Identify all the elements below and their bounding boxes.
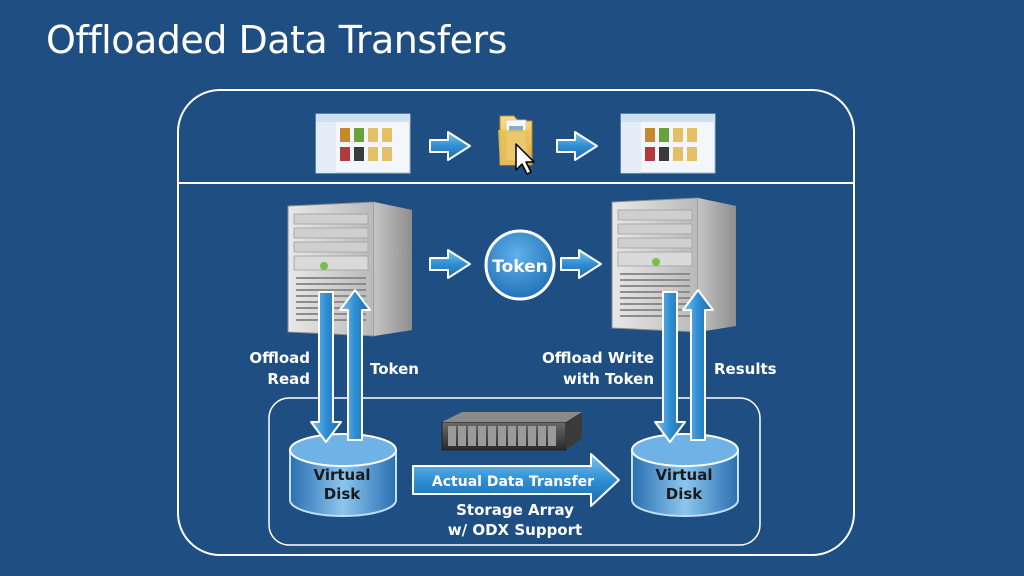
file-explorer-window-icon	[315, 113, 411, 174]
rack-storage-array-icon	[441, 412, 582, 451]
actual-data-transfer-arrow-icon	[412, 453, 620, 507]
offload-read-arrow-icon	[310, 291, 342, 443]
arrow-right-icon	[560, 249, 602, 279]
virtual-disk-cylinder-icon	[289, 433, 397, 517]
offload-write-label-line2: with Token	[563, 370, 654, 388]
token-bubble	[484, 229, 556, 301]
slide-title: Offloaded Data Transfers	[46, 18, 507, 62]
offload-read-label-line1: Offload	[249, 349, 310, 367]
results-label: Results	[714, 360, 777, 378]
results-arrow-icon	[682, 289, 714, 441]
tower-server-icon	[287, 201, 412, 337]
mouse-cursor-icon	[515, 143, 535, 175]
offload-write-arrow-icon	[654, 291, 686, 443]
offload-write-label-line1: Offload Write	[542, 349, 654, 367]
offload-read-label-line2: Read	[267, 370, 310, 388]
file-explorer-window-icon	[620, 113, 716, 174]
virtual-disk-cylinder-icon	[631, 433, 739, 517]
left-disk-label-line2: Disk	[324, 485, 362, 503]
right-disk-label-line2: Disk	[666, 485, 704, 503]
outer-frame	[177, 89, 855, 556]
token-left-label: Token	[370, 360, 419, 378]
token-bubble-label: Token	[492, 257, 548, 277]
storage-array-label-line1: Storage Array	[456, 501, 574, 519]
storage-frame	[268, 397, 761, 546]
arrow-right-icon	[429, 131, 471, 161]
actual-data-transfer-label: Actual Data Transfer	[432, 474, 594, 490]
right-disk-label-line1: Virtual	[656, 466, 713, 484]
storage-array-label-line2: w/ ODX Support	[448, 521, 582, 539]
token-return-arrow-icon	[339, 289, 371, 441]
arrow-right-icon	[429, 249, 471, 279]
left-disk-label-line1: Virtual	[314, 466, 371, 484]
arrow-right-icon	[556, 131, 598, 161]
